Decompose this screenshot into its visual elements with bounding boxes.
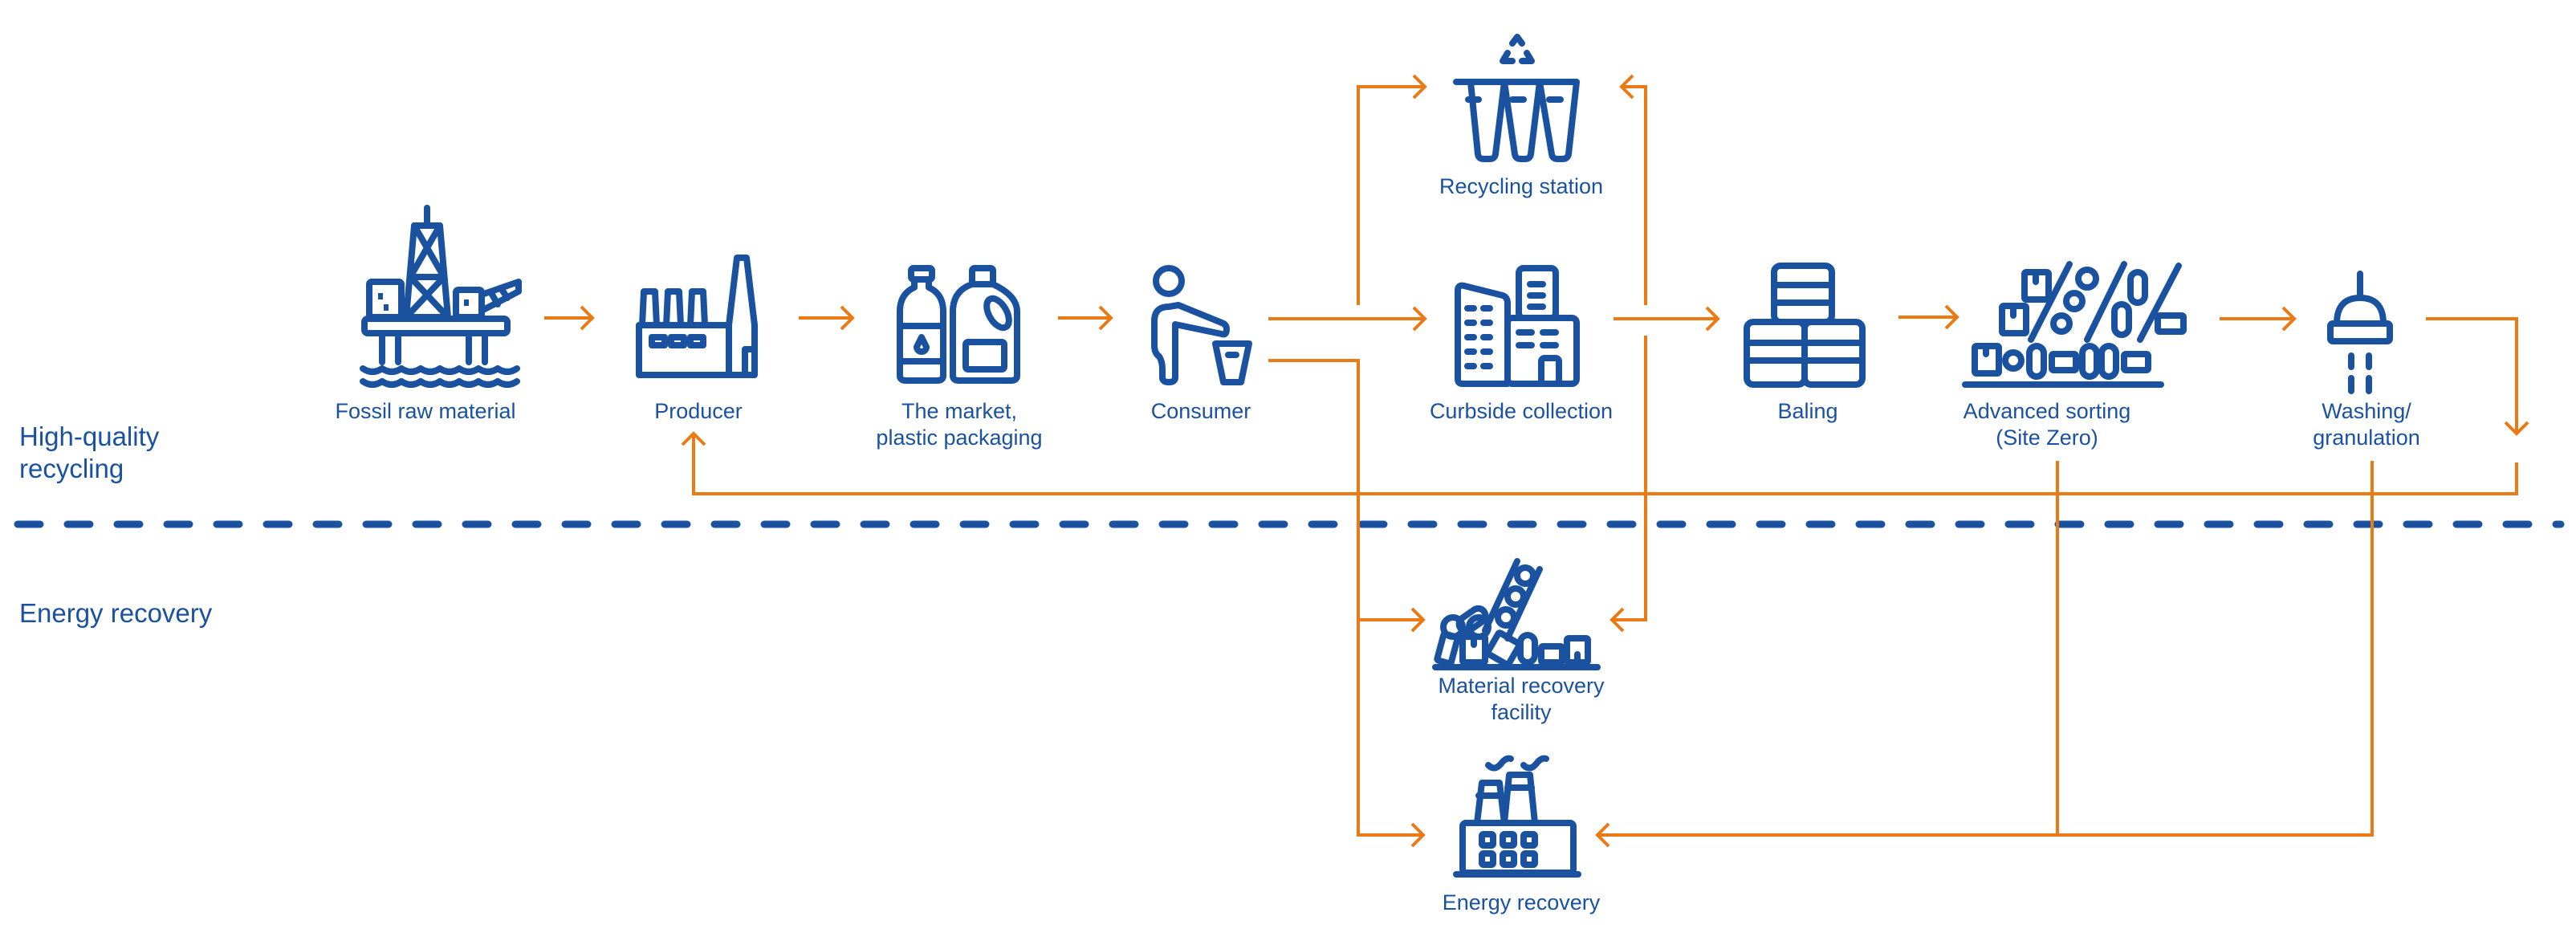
arrow-curbside-to-recycling-station [1619, 74, 1647, 305]
bales-icon [1742, 261, 1870, 389]
arrow-consumer-to-energy-recovery [1357, 803, 1426, 848]
node-label-washing-granulation: Washing/ granulation [2313, 399, 2420, 450]
arrow-curbside-to-mrf [1609, 336, 1647, 633]
node-label-producer: Producer [654, 399, 743, 423]
power-plant-icon [1453, 751, 1581, 879]
sorting-conveyor-icon [1959, 261, 2200, 389]
arrow-consumer-to-mrf [1268, 359, 1426, 835]
factory-icon [634, 253, 763, 381]
arrow-fossil-to-producer [544, 305, 595, 331]
arrow-producer-to-market [799, 305, 855, 331]
node-label-baling: Baling [1777, 399, 1838, 423]
arrow-baling-to-sorting [1898, 304, 1959, 330]
node-label-market: The market, plastic packaging [876, 399, 1043, 450]
node-label-energy-recovery: Energy recovery [1442, 890, 1601, 914]
node-label-recycling-station: Recycling station [1439, 174, 1604, 198]
buildings-icon [1453, 263, 1581, 389]
arrow-washing-to-producer [681, 317, 2529, 495]
arrow-market-to-consumer [1058, 305, 1113, 331]
arrow-consumer-to-curbside [1268, 306, 1427, 332]
arrow-consumer-to-recycling-station [1357, 74, 1427, 305]
node-label-curbside-collection: Curbside collection [1429, 399, 1614, 423]
person-disposing-trash-icon [1150, 265, 1254, 385]
oil-rig-icon [358, 205, 527, 389]
zone-label-high-quality-recycling: High-quality recycling [19, 422, 160, 483]
node-label-material-recovery-facility: Material recovery facility [1438, 674, 1605, 724]
recycling-bins-icon [1451, 34, 1584, 164]
arrow-sorting-to-washing [2220, 306, 2297, 332]
arrow-sorting-washing-to-energy-recovery [1595, 461, 2374, 848]
node-label-consumer: Consumer [1150, 399, 1251, 423]
shower-wash-icon [2324, 269, 2396, 397]
material-recovery-icon [1429, 558, 1609, 670]
plastic-bottles-icon [895, 263, 1023, 384]
arrow-curbside-to-baling [1614, 306, 1720, 332]
node-label-fossil-raw-material: Fossil raw material [335, 399, 516, 423]
zone-label-energy-recovery: Energy recovery [19, 598, 213, 628]
node-label-advanced-sorting: Advanced sorting (Site Zero) [1963, 399, 2131, 450]
